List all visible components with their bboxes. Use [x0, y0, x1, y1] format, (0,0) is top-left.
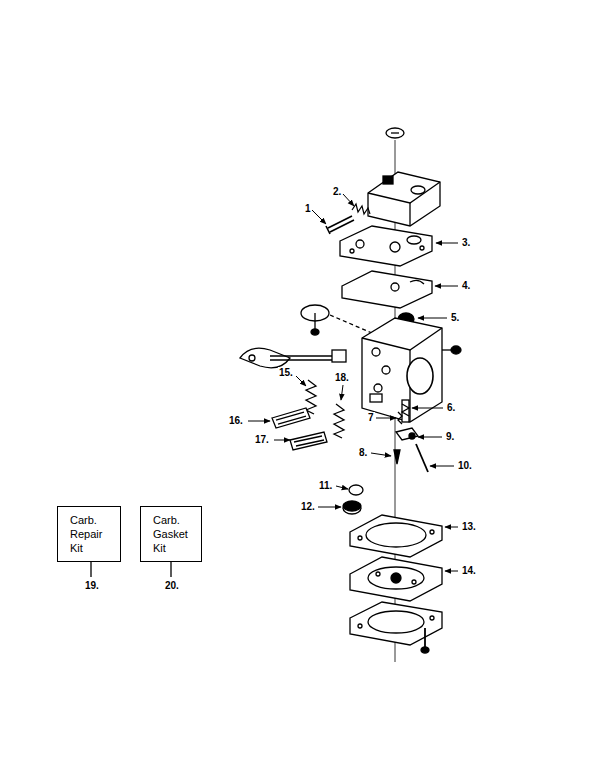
kit-label: Carb. Gasket Kit — [153, 513, 197, 555]
callout-number: 17. — [254, 434, 270, 446]
callout-number: 3. — [461, 237, 471, 249]
kit-label: Carb. Repair Kit — [70, 513, 114, 555]
callout-number: 6. — [446, 402, 456, 414]
callout-number: 19. — [84, 580, 100, 592]
kit-box: Carb. Gasket Kit — [140, 506, 202, 562]
callout-number: 15. — [278, 367, 294, 379]
callout-number: 20. — [164, 580, 180, 592]
callout-number: 10. — [457, 460, 473, 472]
callout-number: 13. — [461, 521, 477, 533]
callout-number: 9. — [445, 431, 455, 443]
kit-box: Carb. Repair Kit — [57, 506, 121, 562]
callout-number: 1 — [304, 203, 312, 215]
callout-number: 12. — [300, 501, 316, 513]
callout-number: 8. — [358, 447, 368, 459]
callout-number: 5. — [450, 312, 460, 324]
callout-number: 18. — [334, 372, 350, 384]
callout-number: 11. — [318, 480, 333, 492]
callout-number: 16. — [228, 415, 244, 427]
callout-number: 7 — [367, 412, 375, 424]
callout-number: 4. — [461, 280, 471, 292]
callout-number: 14. — [461, 565, 477, 577]
callout-number: 2. — [332, 186, 342, 198]
